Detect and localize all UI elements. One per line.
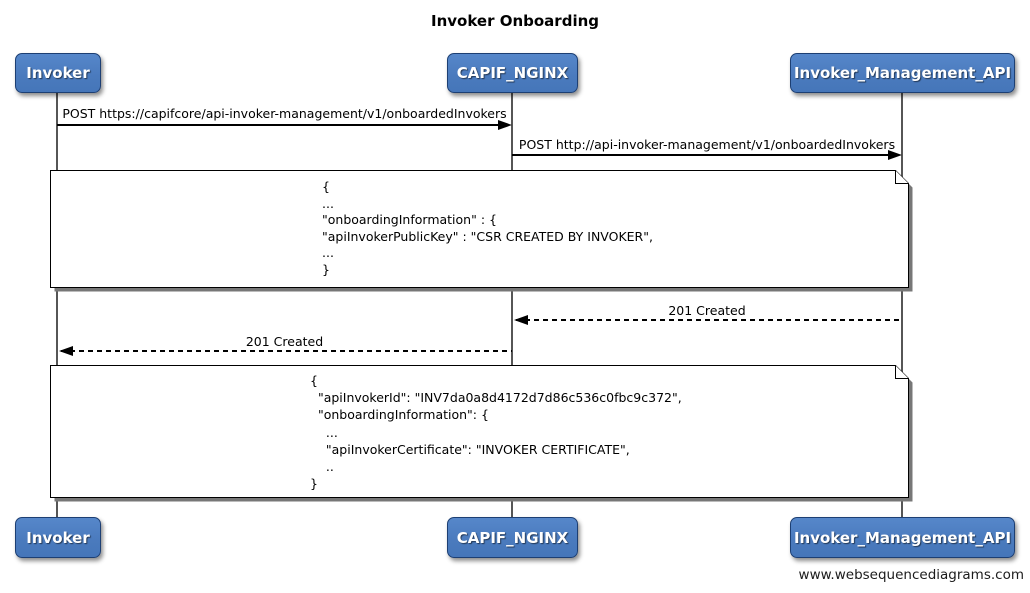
note-shape [50,365,913,502]
message-label-201-created-ima: 201 Created [668,303,746,318]
note-body [50,365,909,498]
lifeline-capif-nginx [511,92,513,518]
diagram-title: Invoker Onboarding [431,12,599,30]
message-label-post-capifcore: POST https://capifcore/api-invoker-manag… [62,106,507,121]
note-body [50,170,909,288]
actor-invoker-management-api-bottom: Invoker_Management_API [790,517,1015,558]
actor-label: Invoker [26,64,90,82]
actor-label: CAPIF_NGINX [456,528,569,547]
message-label-post-ima: POST http://api-invoker-management/v1/on… [518,137,896,152]
lifeline-invoker-management-api [901,92,903,518]
actor-label: Invoker_Management_API [793,528,1012,547]
actor-label: CAPIF_NGINX [456,64,569,82]
arrowhead-left-icon [514,315,528,325]
message-line-dashed [516,319,902,321]
arrowhead-right-icon [498,120,512,130]
note-fold-corner [895,365,909,379]
actor-capif-nginx-top: CAPIF_NGINX [447,53,578,93]
note-request-body: { ... "onboardingInformation" : { "apiIn… [50,170,918,296]
watermark-websequencediagrams: www.websequencediagrams.com [798,567,1024,583]
note-response-body: { "apiInvokerId": "INV7da0a8d4172d7d86c5… [50,365,918,506]
note-fold-corner [895,170,909,184]
message-label-201-created-capif: 201 Created [245,334,324,349]
actor-invoker-bottom: Invoker [15,517,101,558]
note-text-request-body: { ... "onboardingInformation" : { "apiIn… [322,179,653,277]
note-shape [50,170,913,292]
message-line [57,124,498,126]
arrowhead-right-icon [888,150,902,160]
actor-label: Invoker_Management_API [793,64,1012,82]
actor-invoker-top: Invoker [15,53,101,93]
message-line-dashed [61,350,512,352]
actor-label: Invoker [26,528,90,547]
arrowhead-left-icon [59,346,73,356]
actor-capif-nginx-bottom: CAPIF_NGINX [447,517,578,558]
note-text-response-body: { "apiInvokerId": "INV7da0a8d4172d7d86c5… [310,373,682,492]
actor-invoker-management-api-top: Invoker_Management_API [790,53,1015,93]
message-line [512,154,888,156]
lifeline-invoker [56,92,58,518]
